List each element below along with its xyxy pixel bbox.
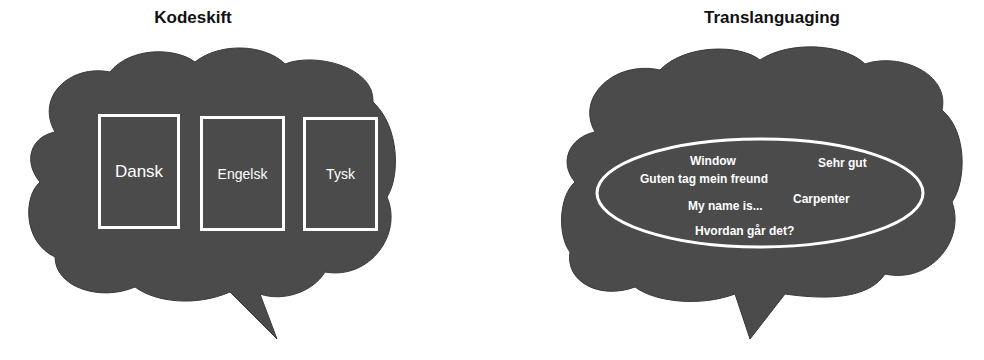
brain-region: TranslanguagingWindowSehr gutGuten tag m… — [550, 2, 970, 352]
language-label: Tysk — [326, 166, 355, 182]
language-box: Dansk — [98, 114, 180, 229]
language-label: Engelsk — [218, 166, 268, 182]
brain-region: KodeskiftDansk Engelsk Tysk — [15, 2, 400, 352]
panel-heading: Translanguaging — [562, 8, 982, 28]
phrase-text: My name is... — [688, 199, 763, 213]
language-box: Engelsk — [200, 116, 285, 231]
phrase-text: Guten tag mein freund — [640, 172, 768, 186]
phrase-text: Carpenter — [793, 192, 850, 206]
language-repertoire-ellipse: Window Sehr gutGuten tag mein freund My na… — [595, 137, 925, 249]
phrase-text: Hvordan går det? — [695, 224, 794, 238]
language-label: Dansk — [115, 162, 163, 182]
language-box: Tysk — [303, 117, 378, 231]
panel-heading: Kodeskift — [15, 8, 371, 28]
phrase-text: Sehr gut — [818, 156, 867, 170]
phrase-text: Window — [690, 154, 736, 168]
